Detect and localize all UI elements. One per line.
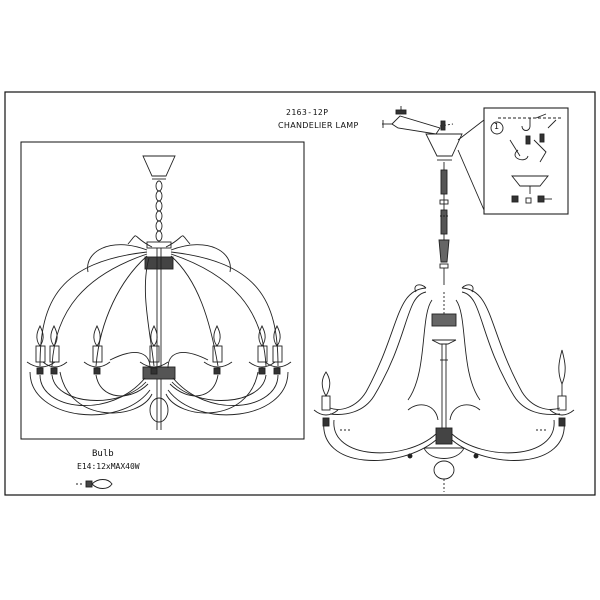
exploded-chandelier xyxy=(313,106,575,492)
wiring-detail-callout xyxy=(483,107,569,215)
wire-connector-icon xyxy=(511,195,552,204)
bulb-icon xyxy=(76,479,113,489)
mounting-bracket xyxy=(382,106,454,135)
detail-step-number: 1 xyxy=(494,122,500,131)
product-name: CHANDELIER LAMP xyxy=(278,121,359,130)
bulb-spec: E14:12xMAX40W xyxy=(77,462,140,471)
model-number: 2163-12P xyxy=(286,108,329,117)
page-frame xyxy=(4,91,596,496)
bulb-heading: Bulb xyxy=(92,449,114,459)
front-view-frame xyxy=(20,141,305,440)
front-candles xyxy=(26,324,292,375)
screw-icon xyxy=(440,120,446,131)
front-view-chandelier xyxy=(29,155,289,430)
hook-icon xyxy=(521,118,531,131)
front-chain xyxy=(155,180,163,242)
